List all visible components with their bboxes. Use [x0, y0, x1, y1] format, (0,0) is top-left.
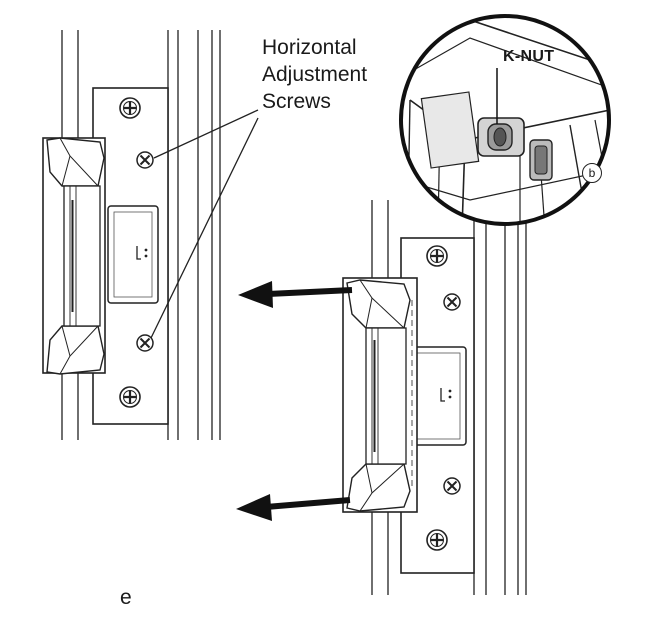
arrow-left-icon	[236, 494, 351, 521]
phillips-screw-icon	[136, 151, 154, 169]
left-keeper-window	[107, 205, 159, 304]
phillips-screw-icon	[425, 528, 449, 552]
horizontal-adjustment-screws-callout: Horizontal Adjustment Screws	[262, 34, 367, 115]
arrow-left-icon	[238, 281, 353, 308]
callout-leader-lines	[150, 109, 259, 339]
phillips-screw-icon	[425, 244, 449, 268]
phillips-screw-icon	[443, 293, 461, 311]
callout-line-1: Horizontal	[262, 36, 357, 59]
detail-badge: b	[582, 163, 602, 183]
left-strike-body	[42, 137, 106, 375]
phillips-screw-icon	[118, 385, 142, 409]
k-nut-detail-view	[399, 14, 611, 226]
phillips-screw-icon	[443, 477, 461, 495]
right-strike-body	[342, 277, 418, 513]
right-strike-assembly	[342, 200, 527, 595]
callout-line-2: Adjustment	[262, 63, 368, 86]
left-strike-assembly	[42, 30, 221, 440]
phillips-screw-icon	[118, 96, 142, 120]
stray-text-fragment: e	[120, 586, 132, 609]
callout-line-3: Screws	[262, 90, 331, 113]
k-nut-label: K-NUT	[503, 48, 555, 65]
